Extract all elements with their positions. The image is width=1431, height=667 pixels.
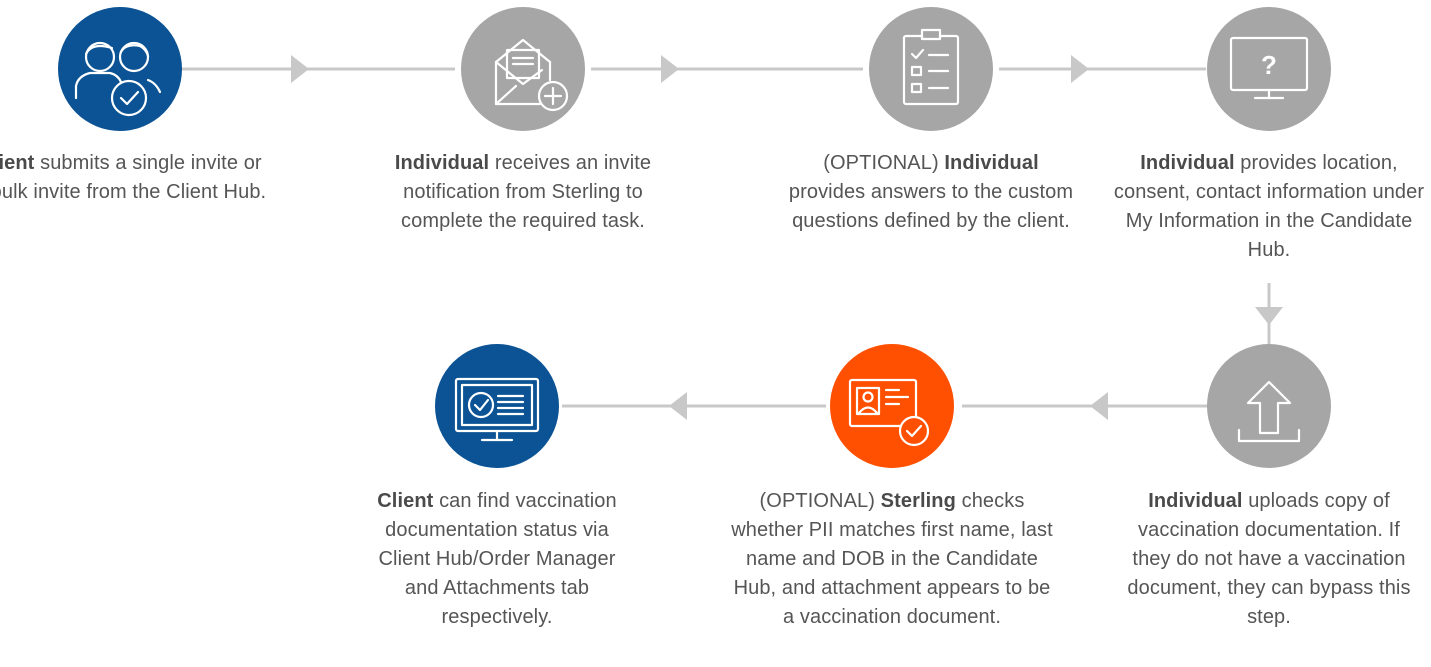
step-4-caption: Individual provides location, consent, c… [1111, 149, 1427, 265]
clipboard-checklist-icon [902, 28, 960, 106]
step-6-caption: (OPTIONAL) Sterling checks whether PII m… [727, 487, 1057, 632]
step-2-bold: Individual [394, 152, 490, 174]
step-3-circle [869, 7, 993, 131]
step-4-bold: Individual [1140, 152, 1235, 174]
arrow-down-4 [1255, 307, 1283, 325]
arrow-left-5 [1090, 392, 1108, 420]
monitor-check-icon [454, 377, 540, 442]
step-3-text: provides answers to the custom questions… [788, 181, 1074, 232]
arrow-right-2 [661, 55, 679, 83]
step-5-bold: Individual [1148, 490, 1243, 512]
step-7-caption: Client can find vaccination documentatio… [377, 487, 617, 632]
step-6-circle [830, 344, 954, 468]
step-7-node [435, 344, 559, 468]
step-1-text: submits a single invite or a bulk invite… [0, 152, 267, 203]
arrow-right-1 [291, 55, 309, 83]
step-7-text: can find vaccination documentation statu… [378, 490, 617, 628]
step-3-bold: Individual [944, 152, 1039, 174]
arrow-left-6 [669, 392, 687, 420]
step-3-caption: (OPTIONAL) Individual provides answers t… [786, 149, 1076, 236]
step-1-node [58, 7, 182, 131]
step-6-bold: Sterling [880, 490, 956, 512]
step-5-node [1207, 344, 1331, 468]
monitor-question-icon [1229, 36, 1309, 100]
envelope-plus-icon [494, 38, 569, 112]
step-2-node [461, 7, 585, 131]
step-2-text: receives an invite notification from Ste… [401, 152, 652, 232]
step-1-circle [58, 7, 182, 131]
step-1-bold: Client [0, 152, 35, 174]
step-4-text: provides location, consent, contact info… [1113, 152, 1425, 261]
question-mark: ? [1261, 50, 1277, 80]
step-5-caption: Individual uploads copy of vaccination d… [1119, 487, 1419, 632]
step-7-circle [435, 344, 559, 468]
arrow-right-3 [1071, 55, 1089, 83]
step-5-circle [1207, 344, 1331, 468]
step-2-circle [461, 7, 585, 131]
upload-icon [1237, 380, 1301, 443]
step-5-text: uploads copy of vaccination documentatio… [1127, 490, 1411, 628]
id-card-check-icon [848, 378, 930, 447]
step-3-node [869, 7, 993, 131]
connectors [182, 55, 1283, 420]
step-6-prefix: (OPTIONAL) [759, 490, 881, 512]
step-6-text: checks whether PII matches first name, l… [731, 490, 1053, 628]
step-6-node [830, 344, 954, 468]
step-1-caption: Client submits a single invite or a bulk… [0, 149, 268, 207]
step-4-node: ? [1207, 7, 1331, 131]
step-7-bold: Client [377, 490, 434, 512]
users-check-icon [74, 41, 162, 117]
step-2-caption: Individual receives an invite notificati… [368, 149, 678, 236]
step-3-prefix: (OPTIONAL) [823, 152, 945, 174]
